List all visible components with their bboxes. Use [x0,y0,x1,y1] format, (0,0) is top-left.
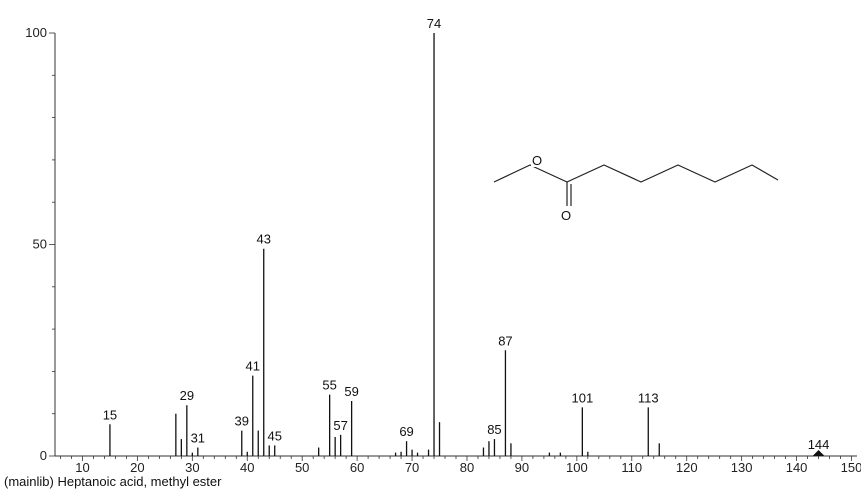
x-tick-label: 30 [185,460,199,475]
chart-axes: 10 20 30 40 50 60 70 80 90 100 110 120 130 140 150 0 50 1… [25,25,861,475]
peak-label: 55 [322,378,336,393]
x-tick-label: 10 [75,460,89,475]
peak-label: 144 [808,437,830,452]
peak-label: 15 [103,407,117,422]
x-tick-label: 70 [405,460,419,475]
chart-peak-labels: 15 29 31 39 41 43 45 55 57 59 69 74 85 87 101 113 144 [103,16,830,452]
x-tick-label: 60 [350,460,364,475]
compound-caption: (mainlib) Heptanoic acid, methyl ester [4,474,222,489]
carbonyl-oxygen-label: O [561,208,571,223]
peak-label: 74 [427,16,441,31]
molecule-structure-diagram: O O [493,153,779,223]
peak-label: 39 [235,414,249,429]
y-tick-label: 50 [33,237,47,252]
peak-label: 113 [638,390,659,405]
ester-skeleton-bond [493,164,779,183]
peak-label: 101 [571,390,593,405]
x-tick-label: 150 [841,460,861,475]
x-tick-label: 100 [566,460,588,475]
peak-label: 57 [333,418,347,433]
peak-label: 43 [257,232,271,247]
ether-oxygen-label: O [532,153,542,168]
peak-label: 31 [191,431,205,446]
x-tick-label: 130 [731,460,753,475]
x-tick-label: 140 [786,460,808,475]
peak-label: 29 [180,388,194,403]
x-tick-label: 90 [515,460,529,475]
x-tick-label: 110 [621,460,642,475]
peak-label: 45 [267,428,281,443]
y-tick-label: 100 [25,25,47,40]
x-tick-label: 20 [130,460,144,475]
chart-peaks [109,33,825,456]
x-tick-label: 50 [295,460,309,475]
molecular-ion-marker [812,450,825,456]
peak-label: 87 [498,333,512,348]
x-tick-label: 120 [676,460,698,475]
peak-label: 85 [487,422,501,437]
peak-label: 59 [344,384,358,399]
peak-label: 41 [246,359,260,374]
y-tick-label: 0 [40,448,47,463]
peak-label: 69 [399,424,413,439]
x-tick-label: 40 [240,460,254,475]
x-tick-label: 80 [460,460,474,475]
